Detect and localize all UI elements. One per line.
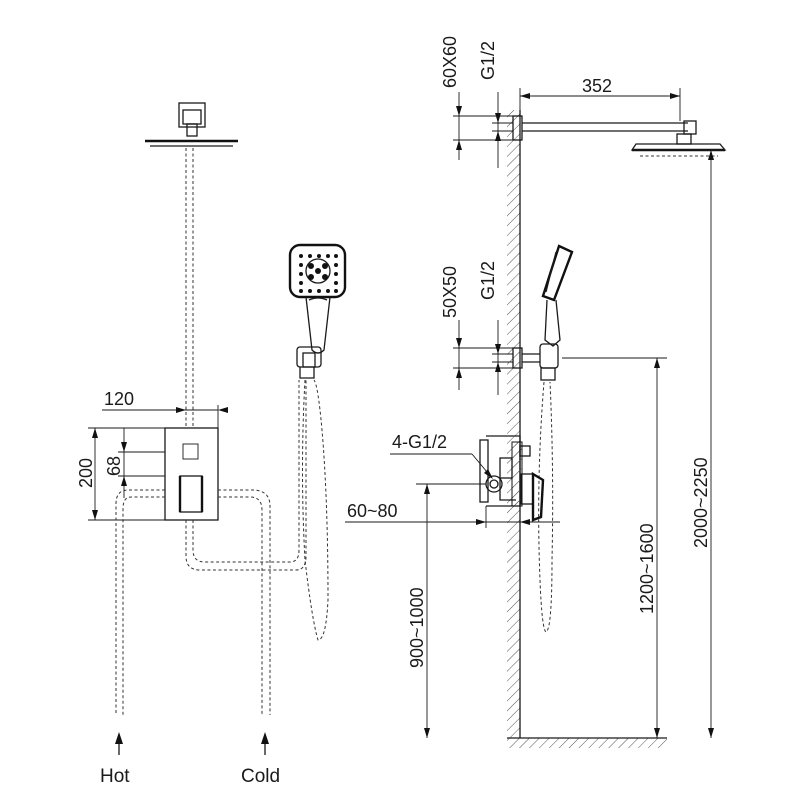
dim-mid-flange-lines (453, 320, 513, 395)
dim-outlet-height-lines (562, 357, 667, 738)
dim-mid-flange: 50X50 (440, 266, 460, 318)
wall (507, 110, 667, 748)
dim-mid-thread: G1/2 (478, 261, 498, 300)
dim-200-lines (88, 427, 165, 521)
dim-valve-height-lines (416, 483, 486, 738)
dim-120-lines (102, 405, 228, 428)
dim-top-flange: 60X60 (440, 36, 460, 88)
dim-body-height: 200 (76, 458, 96, 488)
dim-arm-length-lines (519, 88, 681, 121)
valve-port-leader (390, 453, 493, 479)
dim-top-thread: G1/2 (478, 41, 498, 80)
mixer-valve-front (164, 427, 219, 521)
dim-valve-height: 900~1000 (407, 587, 427, 668)
hand-shower-side (512, 244, 574, 633)
dim-wall-depth-lines (345, 506, 560, 528)
dim-68-lines (118, 428, 165, 498)
rain-shower-head-front (145, 102, 238, 147)
label-cold: Cold (241, 766, 280, 787)
dim-outlet-offset: 68 (104, 456, 124, 476)
label-hot: Hot (100, 766, 130, 787)
inlet-arrows (115, 732, 269, 755)
hand-shower-front (288, 243, 347, 379)
dim-head-height-lines (708, 150, 714, 738)
riser-pipe (185, 148, 194, 428)
dim-outlet-height: 1200~1600 (637, 523, 657, 614)
dim-top-flange-lines (453, 92, 513, 168)
supply-pipes (115, 380, 307, 715)
mixer-valve-side (479, 435, 545, 522)
dim-wall-depth: 60~80 (347, 501, 398, 521)
dim-valve-ports: 4-G1/2 (392, 432, 447, 452)
dim-arm-length: 352 (582, 76, 612, 96)
front-view: Hot Cold 120 200 68 (76, 102, 347, 787)
dim-head-height: 2000~2250 (691, 457, 711, 548)
shower-hose (302, 379, 329, 641)
shower-arm-side (512, 115, 727, 157)
side-view: 60X60 G1/2 352 50X50 G1/2 (345, 36, 727, 748)
dim-body-width: 120 (104, 389, 134, 409)
